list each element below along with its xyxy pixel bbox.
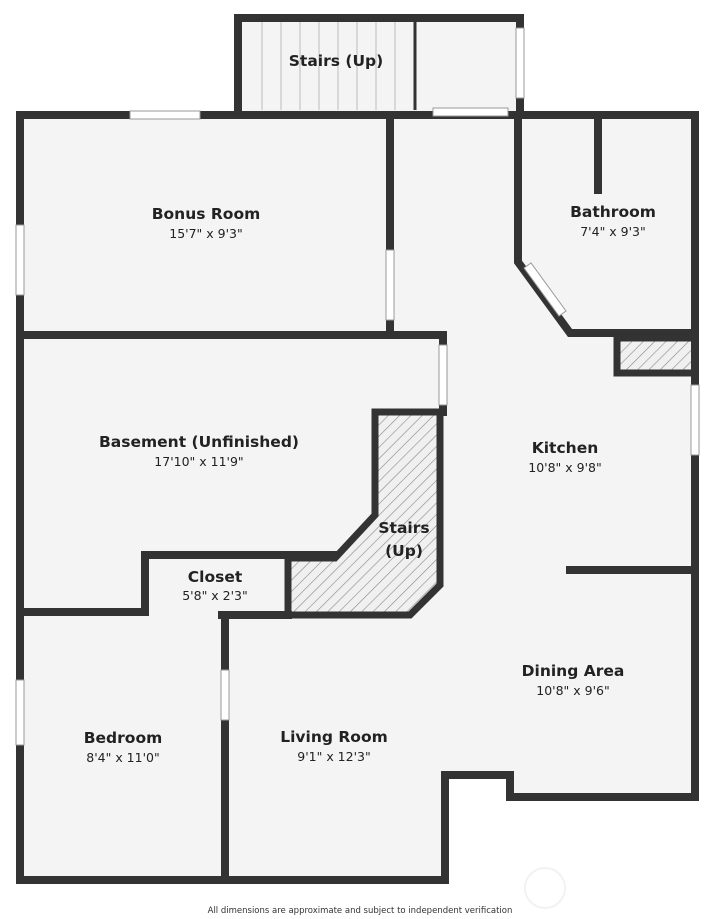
room-dims: 7'4" x 9'3" bbox=[580, 224, 646, 239]
room-name: Living Room bbox=[280, 728, 388, 746]
windows bbox=[15, 27, 700, 746]
room-basement: Basement (Unfinished) 17'10" x 11'9" bbox=[99, 433, 299, 469]
room-name: Closet bbox=[188, 568, 243, 586]
room-name: Basement (Unfinished) bbox=[99, 433, 299, 451]
room-name: Stairs bbox=[378, 519, 429, 537]
room-bonus-room: Bonus Room 15'7" x 9'3" bbox=[152, 205, 261, 241]
room-stairs-middle: Stairs (Up) bbox=[378, 519, 429, 560]
room-dims: 10'8" x 9'6" bbox=[536, 683, 609, 698]
utility-hatched bbox=[613, 334, 699, 377]
room-name: Bathroom bbox=[570, 203, 656, 221]
room-dims: 17'10" x 11'9" bbox=[154, 454, 243, 469]
room-name: Bonus Room bbox=[152, 205, 261, 223]
floor-area bbox=[20, 18, 695, 880]
room-name: Dining Area bbox=[522, 662, 625, 680]
room-dims: 9'1" x 12'3" bbox=[297, 749, 370, 764]
room-name: Kitchen bbox=[532, 439, 599, 457]
room-dims: 10'8" x 9'8" bbox=[528, 460, 601, 475]
room-name: Bedroom bbox=[84, 729, 163, 747]
room-bathroom: Bathroom 7'4" x 9'3" bbox=[570, 203, 656, 239]
room-name: Stairs (Up) bbox=[289, 52, 383, 70]
room-dims: 5'8" x 2'3" bbox=[182, 588, 248, 603]
room-closet: Closet 5'8" x 2'3" bbox=[182, 568, 248, 603]
room-stairs-top: Stairs (Up) bbox=[289, 52, 383, 70]
room-living-room: Living Room 9'1" x 12'3" bbox=[280, 728, 388, 764]
room-dims: 8'4" x 11'0" bbox=[86, 750, 159, 765]
disclaimer-text: All dimensions are approximate and subje… bbox=[208, 906, 513, 916]
stair-treads bbox=[261, 22, 396, 110]
watermark-circle bbox=[524, 867, 566, 909]
room-dining-area: Dining Area 10'8" x 9'6" bbox=[522, 662, 625, 698]
room-dims: 15'7" x 9'3" bbox=[169, 226, 242, 241]
room-bedroom: Bedroom 8'4" x 11'0" bbox=[84, 729, 163, 765]
room-kitchen: Kitchen 10'8" x 9'8" bbox=[528, 439, 601, 475]
room-name-line2: (Up) bbox=[385, 542, 423, 560]
